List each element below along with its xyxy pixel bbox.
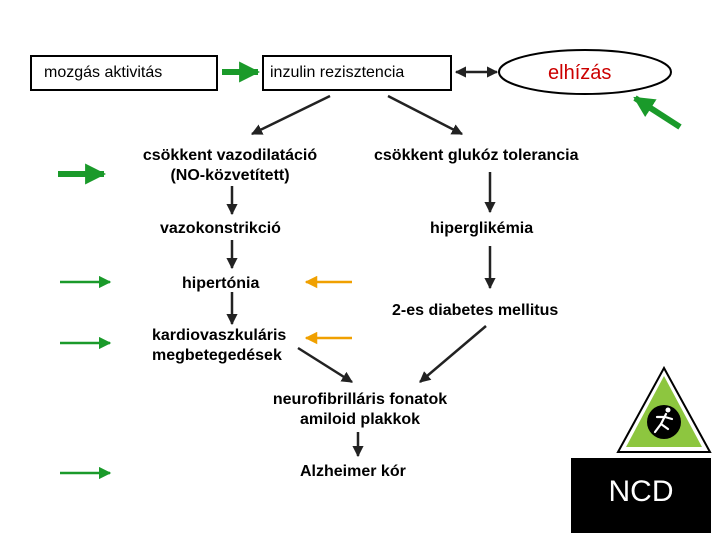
neuro-line2: amiloid plakkok [299, 411, 421, 428]
arrow-insulin-to-vasodilation [250, 94, 331, 136]
runner-in-triangle-logo [616, 365, 712, 453]
neuro-label: neurofibrilláris fonatok amiloid plakkok [250, 390, 470, 430]
cardiovascular-label: kardiovaszkuláris megbetegedések [152, 326, 286, 366]
vasoconstriction-label: vazokonstrikció [160, 220, 281, 237]
obesity-label: elhízás [548, 62, 612, 84]
hypertonia-label: hipertónia [182, 275, 260, 292]
obesity-ellipse [498, 49, 672, 95]
vasodilation-line1: csökkent vazodilatáció [142, 147, 318, 164]
arrow-green-to-obesity [633, 95, 682, 130]
neuro-line1: neurofibrilláris fonatok [272, 391, 448, 408]
alzheimer-label: Alzheimer kór [300, 463, 406, 480]
glucose-tolerance-label: csökkent glukóz tolerancia [374, 147, 579, 164]
diabetes-label: 2-es diabetes mellitus [392, 302, 559, 319]
physical-activity-box [30, 55, 218, 91]
cardiovascular-line1: kardiovaszkuláris [152, 327, 287, 344]
ncd-box [571, 458, 711, 533]
insulin-resistance-box [262, 55, 452, 91]
insulin-resistance-label: inzulin rezisztencia [270, 64, 405, 81]
vasodilation-line2: (NO-közvetített) [170, 167, 290, 184]
ncd-label: NCD [608, 475, 674, 508]
arrow-insulin-to-glucose [387, 94, 464, 136]
arrow-diabetes-to-neuro [419, 325, 487, 383]
hyperglycemia-label: hiperglikémia [430, 220, 534, 237]
physical-activity-label: mozgás aktivitás [44, 64, 163, 81]
cardiovascular-line2: megbetegedések [152, 347, 282, 364]
arrow-cardiovascular-to-neuro [297, 346, 353, 384]
vasodilation-label: csökkent vazodilatáció (NO-közvetített) [120, 146, 340, 186]
